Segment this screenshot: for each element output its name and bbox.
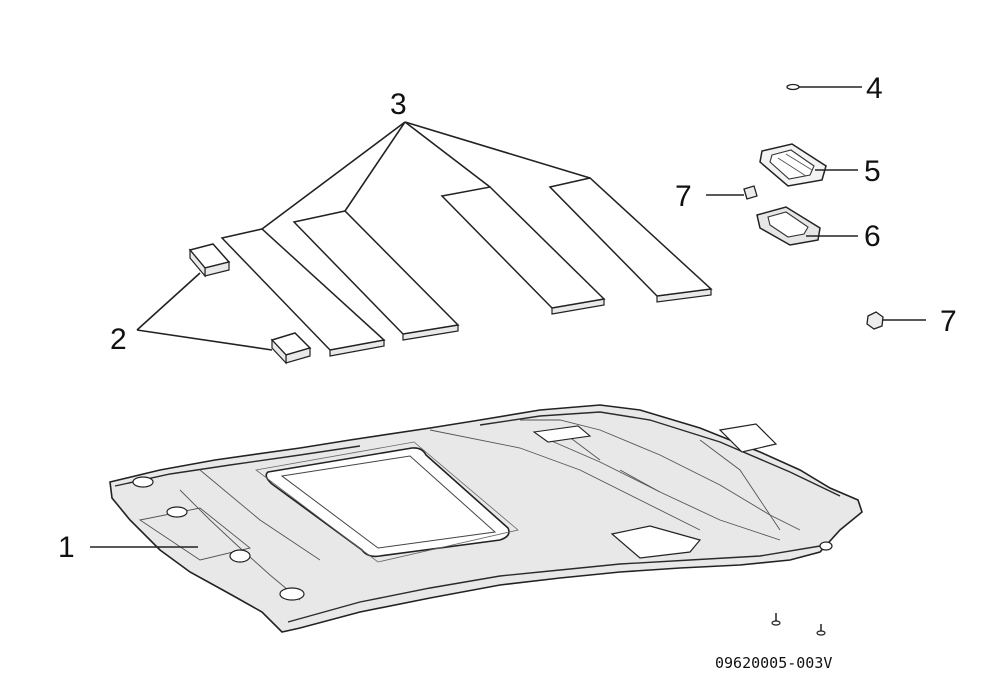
- callout-1: 1: [58, 531, 75, 564]
- foam-strip-4: [548, 177, 713, 303]
- drawing-part-code: 09620005-003V: [715, 654, 832, 672]
- sunroof-opening: [255, 441, 519, 563]
- foam-block-upper: [188, 243, 231, 278]
- callout-7-nut: 7: [940, 305, 957, 338]
- foam-strip-3: [440, 186, 606, 315]
- screw-left: [771, 613, 781, 626]
- foam-block-lower: [270, 332, 312, 365]
- foam-strip-1: [220, 228, 386, 357]
- callout-6: 6: [864, 220, 881, 253]
- leader-lines: [90, 86, 926, 548]
- pin-part: [786, 83, 800, 91]
- callout-4: 4: [866, 72, 883, 105]
- screw-right: [816, 624, 826, 636]
- clip-upper: [743, 185, 758, 200]
- foam-strip-2: [292, 210, 460, 341]
- callout-5: 5: [864, 155, 881, 188]
- nut-right: [866, 311, 884, 330]
- callout-3: 3: [390, 88, 407, 121]
- callout-7-clip: 7: [675, 180, 692, 213]
- dome-light-frame: [759, 143, 827, 187]
- headliner-panel: [109, 404, 863, 633]
- callout-2: 2: [110, 323, 127, 356]
- dome-light-housing: [756, 206, 821, 246]
